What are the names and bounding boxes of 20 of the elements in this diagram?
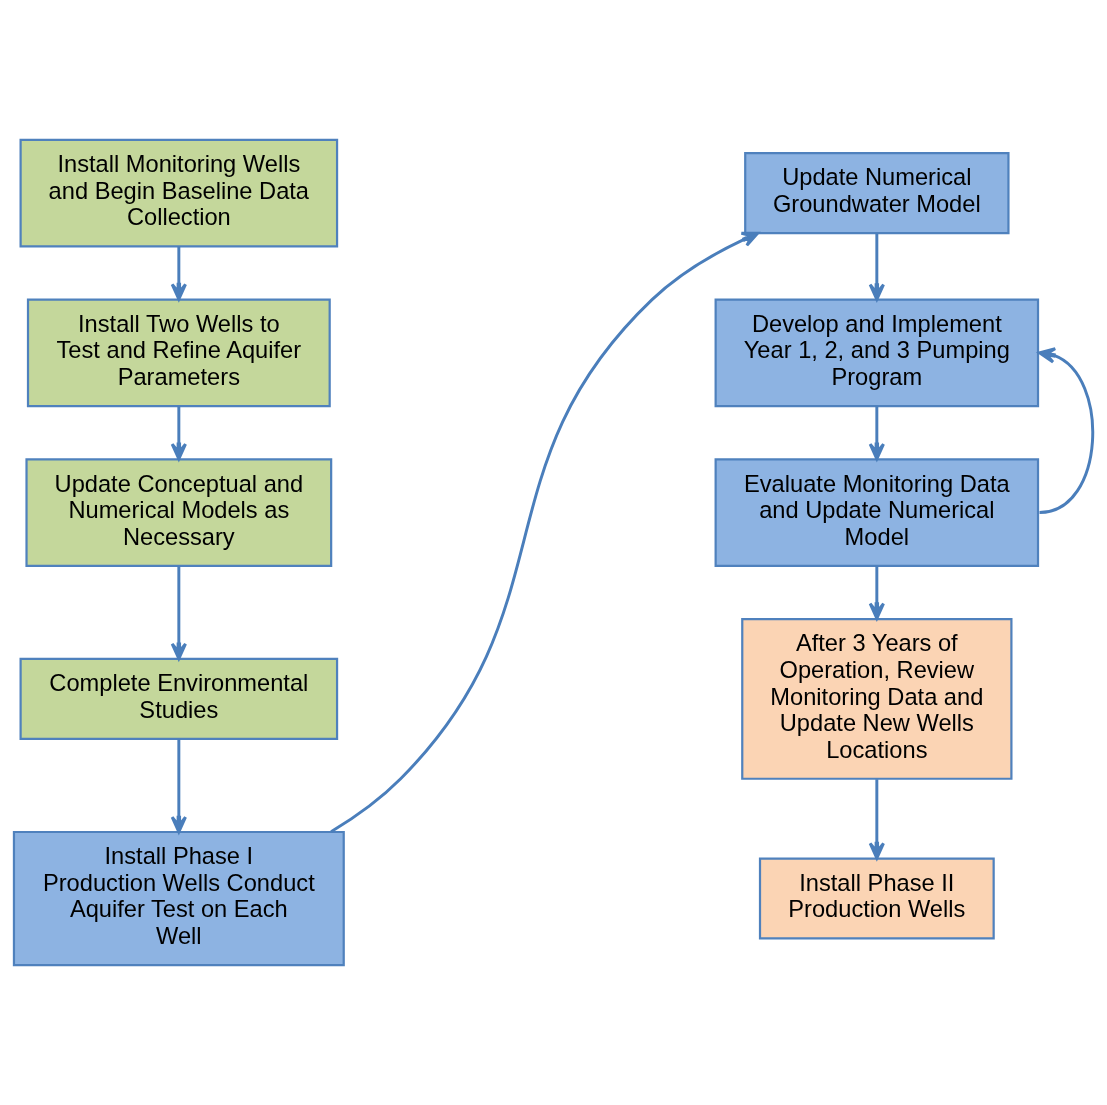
node-box: Install Two Wells to Test and Refine Aquifer Parameters: [26, 298, 331, 408]
node-box: Update Numerical Groundwater Model: [744, 152, 1010, 235]
arrow: [170, 739, 187, 834]
node-box: Install Monitoring Wells and Begin Baseline Data Collection: [19, 138, 339, 248]
node-box: Update Conceptual and Numerical Models as Necessary: [25, 458, 333, 567]
node-box: Install Phase II Production Wells: [758, 857, 995, 940]
node-box: Evaluate Monitoring Data and Update Numerical Model: [714, 458, 1040, 567]
arrow: [868, 233, 885, 301]
arrow: [868, 406, 885, 461]
arrow: [170, 406, 187, 461]
arrow: [1038, 347, 1094, 515]
node-box: After 3 Years of Operation, Review Monitoring Data and Update New Wells Locations: [741, 617, 1013, 780]
arrow: [330, 231, 760, 833]
arrow: [868, 779, 885, 860]
arrow: [170, 246, 187, 301]
arrow: [170, 566, 187, 661]
node-box: Develop and Implement Year 1, 2, and 3 Pumping Program: [714, 298, 1040, 408]
arrow: [868, 566, 885, 620]
node-box: Complete Environmental Studies: [19, 657, 339, 740]
node-box: Install Phase I Production Wells Conduct Aquifer Test on Each Well: [12, 830, 345, 967]
